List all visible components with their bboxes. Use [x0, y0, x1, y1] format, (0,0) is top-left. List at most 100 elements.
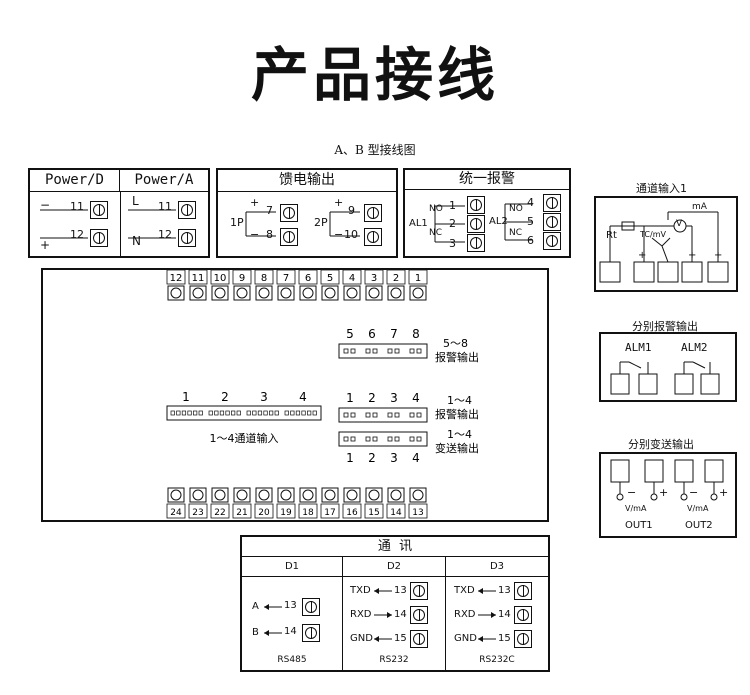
power-a-pin-2: 12: [158, 228, 172, 241]
bottom-terminal-icon-ring: [258, 489, 270, 501]
bottom-terminal-cell: [408, 503, 428, 519]
bottom-terminal-cell: [166, 503, 186, 519]
feed-1-sign-2: −: [250, 228, 260, 241]
channel-input-pin: [225, 410, 230, 416]
bottom-terminal-icon-ring: [302, 489, 314, 501]
terminal-icon: [543, 194, 561, 212]
alarm-5-8-connector-pin: [350, 348, 356, 354]
alarm-5-8-connector: [338, 343, 428, 359]
channel-input-pin: [252, 410, 257, 416]
terminal-icon: [90, 201, 108, 219]
separate-alarm-label: 分别报警输出: [632, 320, 698, 333]
alarm-1-4-connector: [338, 407, 428, 423]
channel-input-pin: [170, 410, 175, 416]
bottom-terminal-number: 17: [324, 508, 335, 518]
bottom-terminal-number: 13: [412, 508, 423, 518]
terminal-icon: [364, 228, 382, 246]
transmit-1-4-number: 4: [412, 451, 420, 465]
transmit-1-4-connector-pin: [372, 436, 378, 442]
alarm-5-8-connector-pin: [365, 348, 371, 354]
channel-input-pin: [187, 410, 192, 416]
top-terminal-icon-ring: [192, 287, 204, 299]
alarm-1-4-connector-pin: [365, 412, 371, 418]
bottom-terminal-cell: [188, 503, 208, 519]
bottom-terminal-icon-ring: [412, 489, 424, 501]
comm-box: 通 讯 D1 D2 D3 A 13 B 14 RS485 TXD 13 RXD …: [240, 535, 550, 672]
power-d-sign-2: +: [40, 238, 51, 252]
alm1-label: ALM1: [625, 341, 652, 354]
terminal-icon: [410, 630, 428, 648]
power-d-label: Power/D: [44, 172, 104, 188]
separate-alarm-box: ALM1 ALM2: [599, 332, 737, 402]
out2-label: OUT2: [685, 520, 713, 531]
alarm-5-8-connector-pin: [394, 348, 400, 354]
channel-input-pin: [198, 410, 203, 416]
transmit-1-4-number: 2: [368, 451, 376, 465]
top-terminal-cell: [210, 269, 230, 285]
transmit-1-4-range: 1～4: [447, 428, 472, 441]
comm-d2-sig-2: RXD: [350, 609, 372, 620]
alarm-5-8-connector-pin: [343, 348, 349, 354]
feed-1-pin-2: 8: [266, 228, 273, 241]
alarm-1-4-number: 2: [368, 391, 376, 405]
comm-d1-sig-1: A: [252, 601, 259, 612]
feed-1-pin-1: 7: [266, 204, 273, 217]
comm-col-1-name: D1: [284, 561, 300, 572]
bottom-terminal-icon-ring: [346, 489, 358, 501]
bottom-terminal-number: 14: [390, 508, 402, 518]
unified-alarm-wiring: [434, 203, 533, 243]
transmit-1-4-connector-pin: [350, 436, 356, 442]
transmit-1-4-number: 3: [390, 451, 398, 465]
bottom-terminal-cell: [210, 503, 230, 519]
out1-unit: V/mA: [625, 504, 647, 513]
transmit-1-4-connector-pin: [387, 436, 393, 442]
page-title: 产品接线: [250, 41, 499, 109]
alarm-5-8-range: 5～8: [443, 337, 468, 350]
bottom-terminal-number: 24: [170, 508, 182, 518]
transmit-1-4-connector-pin: [409, 436, 415, 442]
bottom-terminal-number: 18: [302, 508, 314, 518]
comm-d1-proto: RS485: [277, 655, 307, 665]
alarm-1-4-connector-pin: [394, 412, 400, 418]
channel-input-pin: [274, 410, 279, 416]
comm-d3-pin-1: 13: [498, 585, 511, 596]
top-terminal-cell: [342, 269, 362, 285]
channel-input-number: 1: [182, 390, 190, 404]
terminal-icon: [178, 229, 196, 247]
alarm-1-4-number: 3: [390, 391, 398, 405]
channel-input-pin: [214, 410, 219, 416]
alarm-5-8-connector-pin: [409, 348, 415, 354]
bottom-terminal-icon-ring: [214, 489, 226, 501]
comm-col-2-name: D2: [386, 561, 402, 572]
feed-2-sign-2: −: [334, 228, 344, 241]
alarm-group-2-name: AL2: [489, 216, 508, 227]
bottom-terminal-cell: [320, 503, 340, 519]
diagram-subtitle: A、B 型接线图: [334, 143, 416, 157]
alarm-5-8-connector-pin: [372, 348, 378, 354]
channel-input-pin: [176, 410, 181, 416]
out1-plus: +: [659, 486, 669, 499]
bottom-terminal-icon-ring: [368, 489, 380, 501]
top-terminal-number: 3: [371, 273, 377, 284]
alarm-1-4-number: 4: [412, 391, 420, 405]
bottom-terminal-cell: [386, 503, 406, 519]
bottom-terminal-number: 22: [214, 508, 225, 518]
top-terminal-cell: [276, 269, 296, 285]
channel-input-pin: [295, 410, 301, 416]
feed-group-1-name: 1P: [230, 216, 244, 229]
top-terminal-number: 5: [327, 273, 333, 284]
bottom-terminal-number: 23: [192, 508, 203, 518]
comm-d1-pin-2: 14: [284, 626, 297, 637]
top-terminal-number: 10: [214, 273, 227, 284]
alarm-1-4-number: 1: [346, 391, 354, 405]
transmit-1-4-text: 变送输出: [435, 441, 479, 455]
channel-input-pin: [181, 410, 187, 416]
plus-2: +: [688, 250, 697, 261]
channel-input-pin: [257, 410, 263, 416]
top-terminal-number: 2: [393, 273, 399, 284]
alarm-1-4-connector-pin: [372, 412, 378, 418]
channel-input-connector: [166, 405, 322, 421]
comm-d3-proto: RS232C: [479, 655, 515, 665]
alarm-5-8-connector-pin: [387, 348, 393, 354]
top-terminal-icon-ring: [412, 287, 424, 299]
